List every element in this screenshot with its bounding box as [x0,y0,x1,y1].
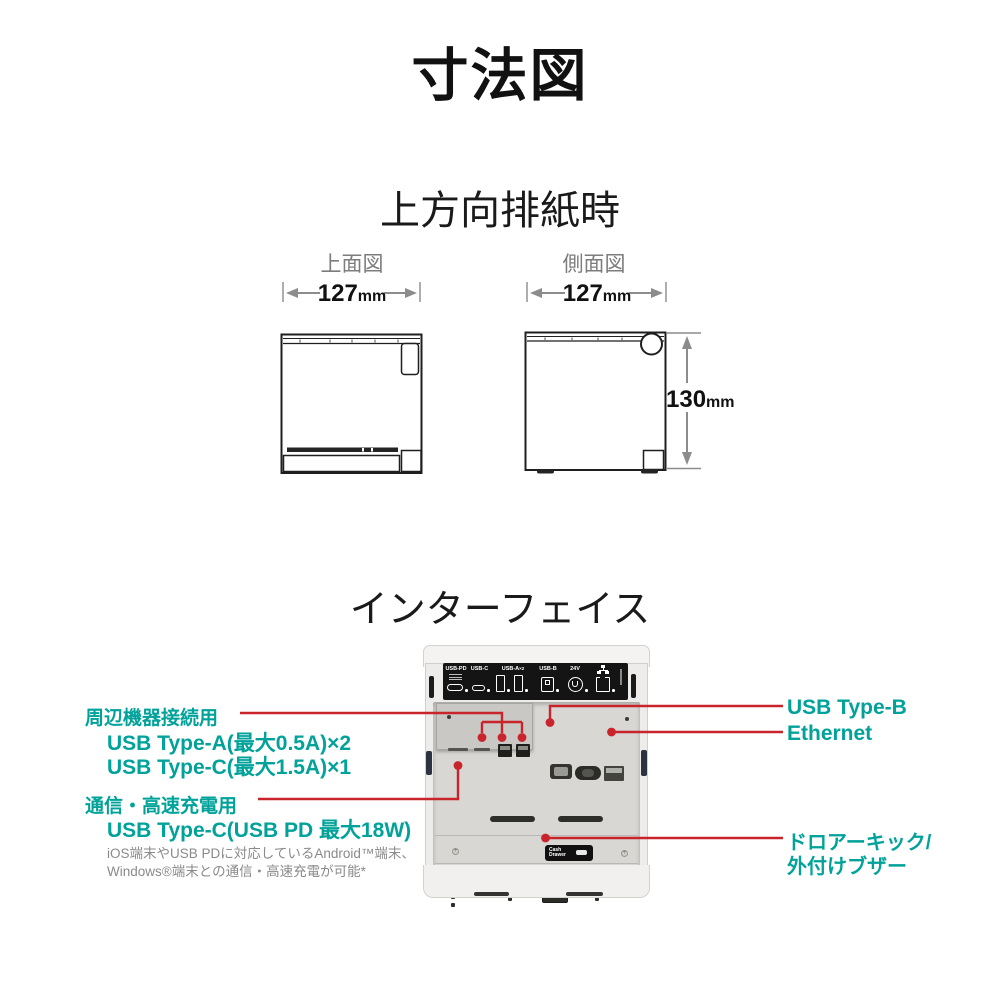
usb-pd-port-icon [447,684,463,691]
callout-peripheral-title: 周辺機器接続用 [85,708,219,729]
dimension-drawings: 127mm 127mm [280,280,735,474]
top-view-width-dimension: 127mm [318,280,387,307]
vent-slot [451,903,455,907]
panel-dot [556,689,559,692]
usb-a-physical-port [448,748,468,751]
usb-c-pd-physical-port [516,744,530,757]
right-mount-slot [631,674,636,698]
power-port-icon [568,677,583,692]
left-mount-slot [429,676,434,698]
side-view-drawing: 127mm 130mm [524,280,735,474]
callout-charge-title: 通信・高速充電用 [85,796,238,817]
printer-rear-illustration: USB-PD USB-C USB-A×2 USB-B 24V [423,645,650,907]
panel-usb-a-label: USB-A×2 [493,666,533,672]
ethernet-physical-port [604,766,624,781]
side-view-roll-knob [640,332,663,356]
printer-base [423,865,650,898]
panel-usb-pd-subtext [449,674,462,676]
callout-charge-note-1: iOS端末やUSB PDに対応しているAndroid™端末、 [107,846,415,861]
panel-edge-mark [620,669,622,685]
callout-peripheral-usb-a: USB Type-A(最大0.5A)×2 [107,732,352,755]
side-view-width-dimension: 127mm [563,280,632,307]
panel-dot [585,689,588,692]
panel-usb-pd-subtext [449,676,462,678]
panel-usb-c-label: USB-C [470,666,489,672]
panel-usb-pd-label: USB-PD [445,666,467,672]
top-view-power-button [400,342,420,376]
cash-drawer-label: Cash Drawer [545,845,593,861]
cash-drawer-text-line1: Cash [549,846,562,853]
screw: + [452,848,459,855]
panel-seam [435,835,638,836]
side-view-foot [537,469,554,474]
usb-a-port-icon [496,675,505,692]
printer-foot [566,892,603,896]
top-view-paper-slot [287,447,398,452]
connector-label-panel: USB-PD USB-C USB-A×2 USB-B 24V [443,663,628,700]
usb-c-physical-port [498,744,512,757]
right-side-tab [641,750,647,776]
page-title: 寸法図 [411,44,589,108]
printer-top-cover [423,645,650,667]
connector-bay: Cash Drawer + + + + [433,702,640,907]
usb-b-physical-port [550,764,572,779]
usb-b-port-icon [541,677,554,692]
ethernet-network-icon [597,665,609,674]
cash-drawer-text-line2: Drawer [549,852,566,858]
power-physical-port [575,766,601,780]
left-side-tab [426,751,432,775]
usb-a-physical-port [474,748,490,751]
vent-slot [490,816,535,822]
panel-dot [487,689,490,692]
top-view-label: 上面図 [320,253,384,276]
panel-dot [465,689,468,692]
vent-slot [558,816,603,822]
panel-seam [435,863,638,864]
side-view-height-dimension: 130mm [666,386,735,413]
callout-charge-usb-c: USB Type-C(USB PD 最大18W) [107,819,412,842]
side-view-label: 側面図 [562,253,626,276]
callout-charge-note-2: Windows®端末との通信・高速充電が可能* [107,864,366,879]
peripheral-usb-subpanel [436,703,533,757]
panel-dot [525,689,528,692]
usb-a-port-icon [514,675,523,692]
interface-heading: インターフェイス [349,589,651,631]
upward-eject-heading: 上方向排紙時 [380,189,620,233]
usb-a-text: USB-A [501,666,520,672]
panel-usb-pd-subtext [449,679,462,681]
bay-screw [625,717,629,721]
side-view-foot [641,469,658,474]
cash-drawer-badge [576,850,587,855]
top-view-drawing: 127mm [280,280,423,474]
panel-dot [507,689,510,692]
callout-drawer-kick-line1: ドロアーキック/ [787,832,932,854]
usb-a-count: ×2 [519,666,525,671]
panel-dot [612,689,615,692]
callout-drawer-kick-line2: 外付けブザー [787,856,907,878]
callout-usb-type-b: USB Type-B [787,696,907,719]
callout-peripheral-usb-c: USB Type-C(最大1.5A)×1 [107,756,352,779]
bay-screw [447,715,451,719]
callout-ethernet: Ethernet [787,722,873,745]
printer-foot [474,892,509,896]
panel-usb-b-label: USB-B [539,666,557,672]
usb-c-port-icon [472,685,485,691]
screw: + [621,850,628,857]
panel-24v-label: 24V [570,666,580,672]
ethernet-port-icon [596,676,610,692]
